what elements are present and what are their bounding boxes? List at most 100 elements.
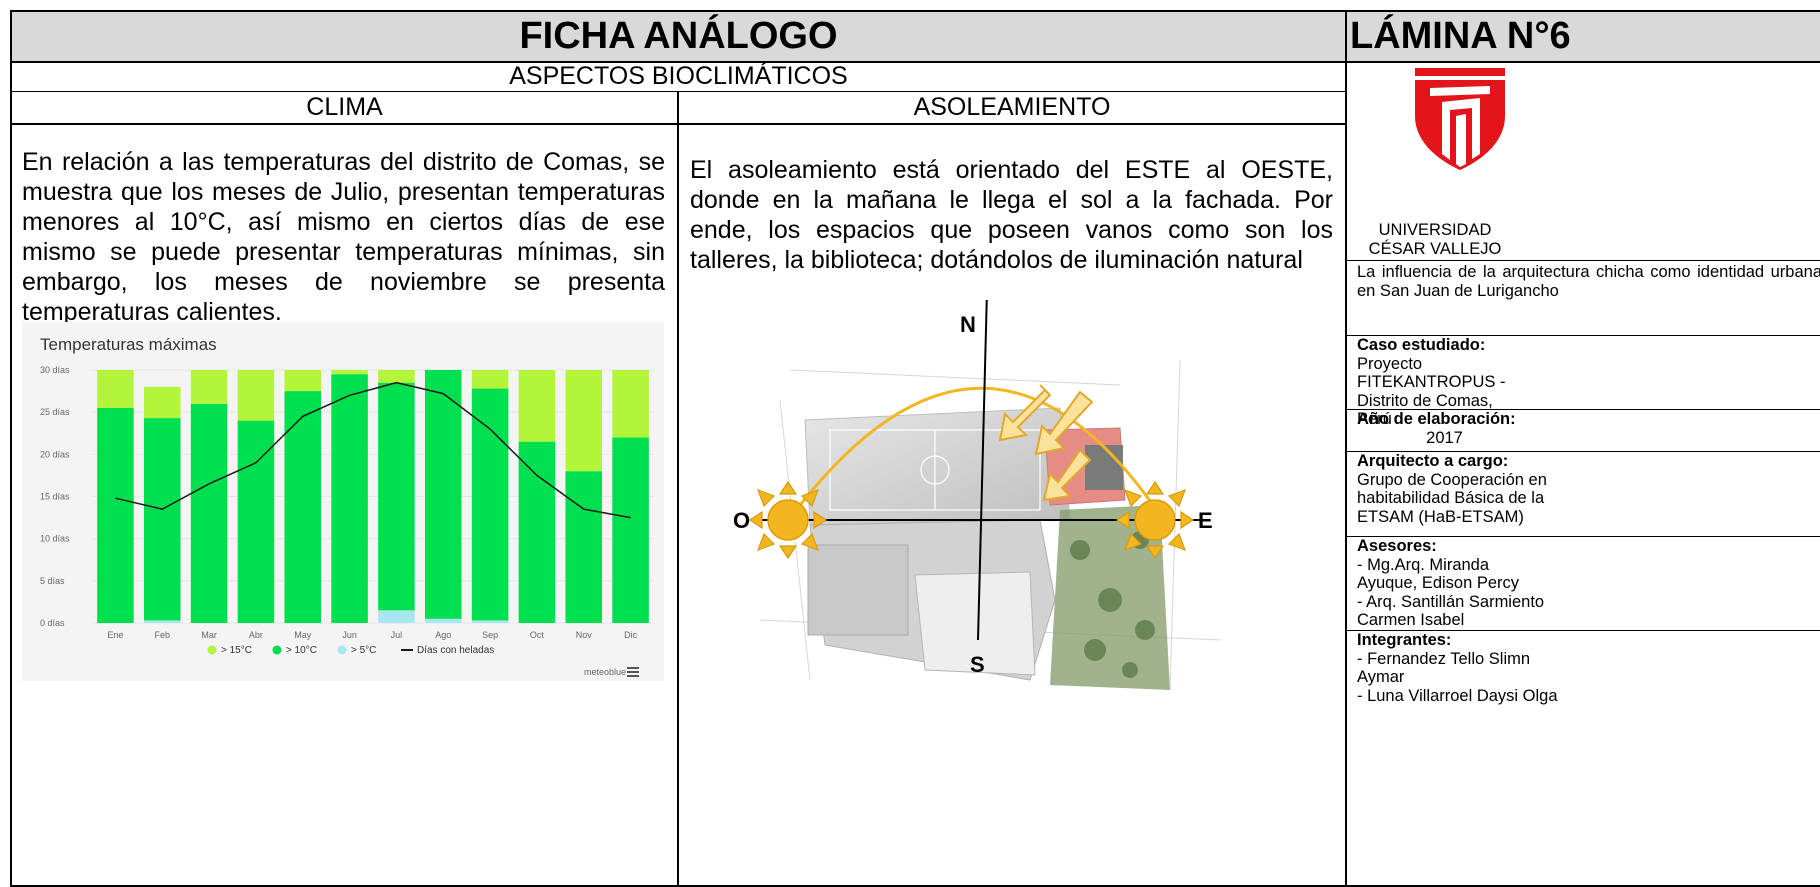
legend-label: > 5°C [351,645,376,656]
member-2: - Luna Villarroel Daysi Olga [1357,686,1558,705]
north-south-axis [977,300,988,641]
clima-header: CLIMA [12,92,677,123]
asoleamiento-paragraph-text: El asoleamiento está orientado del ESTE … [690,156,1333,274]
legend-swatch [207,645,217,655]
divider [12,91,1347,92]
section-title: ASPECTOS BIOCLIMÁTICOS [12,62,1345,91]
university-name-text: UNIVERSIDAD CÉSAR VALLEJO [1368,221,1502,258]
main-title-text: FICHA ANÁLOGO [519,15,838,57]
university-logo [1415,68,1505,170]
bar-segment [284,391,322,623]
sheet-frame [10,10,1820,887]
clima-paragraph-text: En relación a las temperaturas del distr… [22,148,665,326]
x-tick-label: Abr [249,630,263,640]
y-tick-label: 20 días [40,449,70,459]
x-tick-label: Feb [154,630,170,640]
frost-days-line [115,381,631,519]
compass-south: S [970,652,985,677]
compass-east: E [1198,508,1213,533]
y-tick-label: 0 días [40,618,65,628]
advisors-label: Asesores: [1357,537,1437,555]
clima-paragraph: En relación a las temperaturas del distr… [22,147,665,327]
legend-swatch [337,645,347,655]
x-tick-label: Nov [576,630,593,640]
bar-segment [424,618,462,623]
case-label: Caso estudiado: [1357,336,1486,354]
bar-segment [612,437,649,623]
thesis-title: La influencia de la arquitectura chicha … [1357,263,1820,300]
sun-arc [788,386,1162,519]
members-block: Integrantes: - Fernandez Tello Slimn Aym… [1357,631,1562,705]
bar-segment [471,620,509,623]
bar-segment [471,388,509,621]
y-tick-label: 15 días [40,492,70,502]
x-tick-label: Mar [201,630,217,640]
advisor-2: - Arq. Santillán Sarmiento Carmen Isabel [1357,592,1545,630]
divider [677,92,679,887]
divider [1345,12,1347,887]
asoleamiento-header: ASOLEAMIENTO [679,92,1345,123]
x-tick-label: Sep [482,630,498,640]
case-value: Proyecto FITEKANTROPUS - Distrito de Com… [1357,354,1506,429]
sun-ray-arrows [998,384,1094,502]
architect-block: Arquitecto a cargo: Grupo de Cooperación… [1357,452,1557,526]
bar-segment [190,370,228,404]
bar-segment [143,386,181,419]
divider [12,61,1820,63]
compass-north: N [960,312,976,337]
year-value: 2017 [1426,428,1463,447]
bar-segment [143,620,181,623]
bar-segment [237,370,275,421]
bar-segment [518,370,556,442]
university-name: UNIVERSIDAD CÉSAR VALLEJO [1360,221,1510,259]
divider [1347,409,1820,410]
advisor-1: - Mg.Arq. Miranda Ayuque, Edison Percy [1357,555,1520,593]
hamburger-menu-icon [627,667,639,669]
sun-icon [748,480,828,560]
architect-value: Grupo de Cooperación en habitabilidad Bá… [1357,470,1547,526]
bar-segment [565,471,603,623]
compass-west: O [733,508,750,533]
thesis-title-text: La influencia de la arquitectura chicha … [1357,263,1820,300]
x-tick-label: Ene [107,630,123,640]
bar-segment [331,370,368,375]
legend-label: > 15°C [221,645,252,656]
sun-icon [1115,480,1195,560]
sun-path-diagram: N S O E [733,300,1221,691]
bar-segment [331,374,368,623]
x-tick-label: Jul [391,630,403,640]
bar-segment [378,370,415,383]
y-tick-label: 10 días [40,534,70,544]
y-tick-label: 30 días [40,365,70,375]
x-tick-label: May [294,630,312,640]
legend-label: Días con heladas [417,645,494,656]
x-tick-label: Ago [435,630,451,640]
legend-swatch [272,645,282,655]
sheet-number: LÁMINA N°6 [1347,12,1820,61]
bar-segment [378,382,415,611]
chart-title: Temperaturas máximas [40,335,217,354]
advisors-block: Asesores: - Mg.Arq. Miranda Ayuque, Edis… [1357,537,1552,630]
bar-segment [237,420,275,623]
members-label: Integrantes: [1357,631,1452,649]
clima-header-text: CLIMA [306,93,383,121]
bar-segment [424,370,462,619]
divider [1347,536,1820,537]
bar-segment [143,418,181,621]
divider [1347,260,1820,261]
architect-label: Arquitecto a cargo: [1357,452,1509,470]
member-1: - Fernandez Tello Slimn Aymar [1357,649,1531,687]
year-block: Año de elaboración: 2017 [1357,410,1537,447]
sheet-number-text: LÁMINA N°6 [1350,15,1571,57]
bar-segment [378,610,415,623]
divider [1347,335,1820,336]
section-title-text: ASPECTOS BIOCLIMÁTICOS [509,62,848,90]
bar-segment [518,441,556,623]
hamburger-menu-icon [627,675,639,677]
x-tick-label: Jun [342,630,357,640]
asoleamiento-paragraph: El asoleamiento está orientado del ESTE … [690,155,1333,275]
year-label: Año de elaboración: [1357,410,1516,428]
case-block: Caso estudiado: Proyecto FITEKANTROPUS -… [1357,336,1507,429]
